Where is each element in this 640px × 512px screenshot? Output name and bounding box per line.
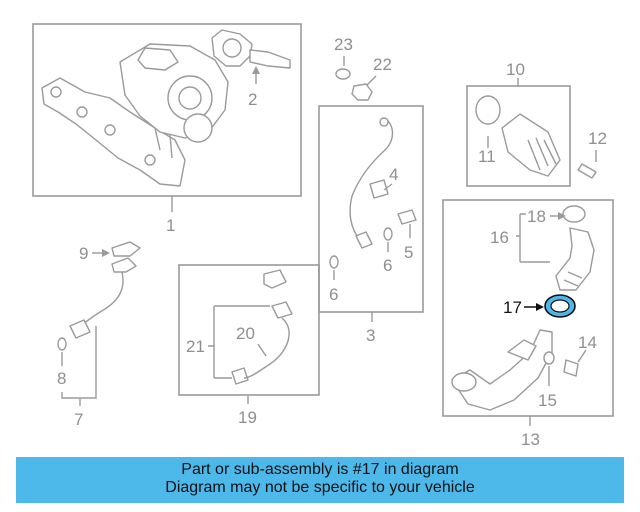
oil-return-pipe-drawing bbox=[69, 241, 141, 339]
clamp-17-inner bbox=[550, 299, 570, 313]
callout-19: 19 bbox=[238, 408, 257, 427]
connector-21-bottom bbox=[231, 367, 249, 385]
callout-5: 5 bbox=[404, 243, 413, 262]
banner-line-2: Diagram may not be specific to your vehi… bbox=[165, 479, 475, 496]
bracket-7 bbox=[61, 326, 97, 399]
callout-3: 3 bbox=[366, 326, 375, 345]
callout-6b: 6 bbox=[383, 256, 392, 275]
charge-air-pipe-drawing bbox=[451, 329, 553, 411]
callout-22: 22 bbox=[373, 55, 392, 74]
fitting-22 bbox=[351, 83, 373, 101]
bracket-16 bbox=[516, 213, 550, 263]
callout-9: 9 bbox=[79, 244, 88, 263]
exploded-parts-diagram: 2 1 23 22 4 5 6 6 3 10 11 12 13 18 16 bbox=[32, 23, 614, 449]
leader-line-4 bbox=[383, 183, 393, 191]
vacuum-hose-group-box bbox=[178, 264, 320, 396]
washer-6-right bbox=[383, 227, 393, 241]
leader-line-20 bbox=[257, 343, 267, 357]
turbocharger-drawing bbox=[41, 43, 229, 187]
hose-20 bbox=[243, 317, 290, 379]
bracket-21 bbox=[208, 305, 270, 379]
bolt-12 bbox=[577, 163, 597, 179]
callout-13: 13 bbox=[521, 430, 540, 449]
callout-12: 12 bbox=[588, 129, 607, 148]
callout-11: 11 bbox=[478, 147, 496, 166]
wastegate-actuator-drawing bbox=[211, 29, 291, 69]
hose-16 bbox=[555, 227, 595, 291]
callout-18: 18 bbox=[527, 207, 546, 226]
callout-14: 14 bbox=[578, 333, 597, 352]
callout-7: 7 bbox=[74, 410, 83, 429]
callout-15: 15 bbox=[538, 391, 557, 410]
oil-feed-line-group-box bbox=[318, 105, 424, 313]
callout-17: 17 bbox=[503, 298, 522, 317]
leader-line-14 bbox=[577, 349, 587, 363]
callout-23: 23 bbox=[334, 35, 353, 54]
seal-ring-23 bbox=[335, 68, 351, 80]
callout-21: 21 bbox=[186, 337, 205, 356]
callout-1: 1 bbox=[166, 216, 175, 235]
leader-line-22 bbox=[365, 75, 377, 87]
callout-10: 10 bbox=[506, 60, 525, 79]
nut-15 bbox=[543, 351, 555, 365]
hose-16-ribs bbox=[563, 271, 583, 287]
intake-hose-drawing bbox=[475, 95, 561, 177]
banjo-bolt-5 bbox=[397, 209, 417, 225]
info-banner: Part or sub-assembly is #17 in diagram D… bbox=[16, 457, 624, 503]
leader-arrow-9 bbox=[102, 249, 110, 257]
charge-air-pipe-group-box bbox=[442, 199, 614, 417]
oil-feed-pipe-drawing bbox=[349, 117, 394, 249]
callout-2: 2 bbox=[248, 90, 257, 109]
leader-arrow-17 bbox=[536, 303, 544, 311]
callout-6a: 6 bbox=[329, 285, 338, 304]
callout-20: 20 bbox=[236, 324, 255, 343]
callout-4: 4 bbox=[389, 165, 398, 184]
callout-16: 16 bbox=[490, 228, 509, 247]
bolt-14 bbox=[563, 359, 579, 377]
callout-8: 8 bbox=[57, 369, 66, 388]
banner-line-1: Part or sub-assembly is #17 in diagram bbox=[181, 461, 459, 478]
washer-6-left bbox=[329, 255, 339, 269]
leader-arrow-2 bbox=[252, 66, 260, 74]
gasket-8 bbox=[57, 337, 67, 351]
turbocharger-group-box bbox=[32, 23, 302, 197]
clamp-18 bbox=[562, 205, 586, 223]
leader-arrow-18 bbox=[558, 212, 566, 220]
connector-21-top bbox=[263, 269, 287, 289]
connector-21-mid bbox=[271, 301, 293, 319]
